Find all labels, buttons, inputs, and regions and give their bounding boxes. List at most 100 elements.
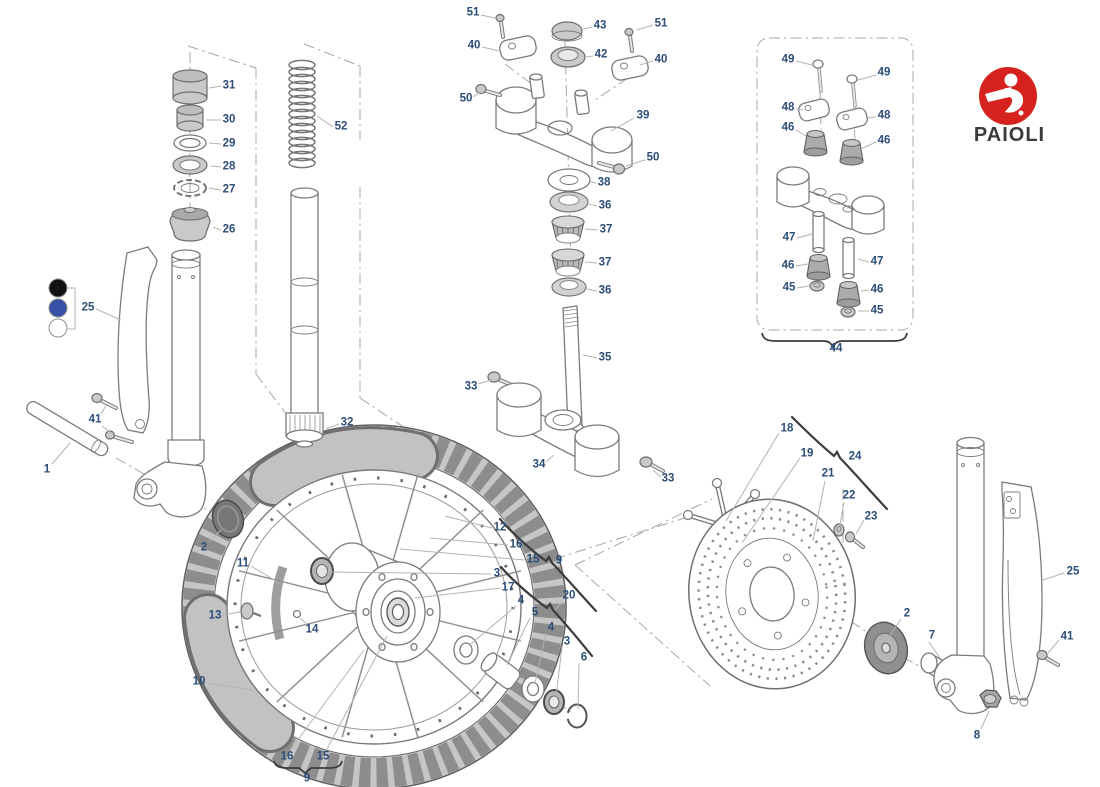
callout-5: 5 <box>531 606 539 619</box>
axle-lug-right <box>933 654 995 715</box>
leader-33 <box>652 469 662 478</box>
leader-38 <box>590 181 597 184</box>
rubber-cone <box>806 254 831 281</box>
callout-4: 4 <box>517 594 525 607</box>
callout-29: 29 <box>222 137 236 150</box>
leader-17 <box>414 587 502 599</box>
leader-27 <box>208 187 222 191</box>
leader-47 <box>857 258 870 263</box>
callout-3: 3 <box>563 635 571 648</box>
fork-leg-right <box>933 436 995 715</box>
callout-40: 40 <box>467 39 481 52</box>
bar-clamp-upper <box>499 35 537 61</box>
leader-46 <box>860 289 870 292</box>
leader-39 <box>610 117 635 132</box>
callout-37: 37 <box>599 223 613 236</box>
brace-24 <box>790 415 889 511</box>
valve <box>240 602 262 620</box>
dust-seal-left <box>211 499 245 539</box>
washer-ring <box>173 134 207 152</box>
callout-2: 2 <box>903 607 911 620</box>
clamp-bolt <box>639 456 653 468</box>
dust-seal-right <box>863 621 909 675</box>
callout-1: 1 <box>43 463 51 476</box>
leader-15 <box>326 635 388 750</box>
callout-49: 49 <box>877 66 891 79</box>
leader-18 <box>725 432 780 522</box>
rim-channel <box>271 565 288 641</box>
callout-45: 45 <box>870 304 884 317</box>
callout-36: 36 <box>598 199 612 212</box>
callout-34: 34 <box>532 458 546 471</box>
leader-2 <box>888 618 902 638</box>
swatch-bracket <box>68 287 76 330</box>
wavy-ring <box>173 179 207 197</box>
leader-41 <box>100 403 108 415</box>
rubber-cone <box>803 130 828 157</box>
callout-15: 15 <box>526 553 540 566</box>
leader-46 <box>860 141 877 150</box>
leader-4 <box>470 605 517 645</box>
callout-3: 3 <box>493 567 501 580</box>
tapered-bearing <box>551 215 585 244</box>
axle-lug-left <box>133 461 207 518</box>
fork-guard-right <box>1001 481 1043 707</box>
front-axle <box>26 400 109 457</box>
callout-17: 17 <box>501 581 515 594</box>
leader-49 <box>795 60 813 66</box>
callout-15: 15 <box>316 750 330 763</box>
callout-42: 42 <box>594 48 608 61</box>
leader-42 <box>585 55 594 58</box>
leader-35 <box>582 354 598 359</box>
callout-52: 52 <box>334 120 348 133</box>
callout-21: 21 <box>821 467 835 480</box>
callout-45: 45 <box>782 281 796 294</box>
leader-49 <box>857 74 877 81</box>
handlebar-bolt <box>624 27 634 37</box>
callout-16: 16 <box>509 538 523 551</box>
lower-triple-clamp <box>496 382 620 478</box>
leader-1 <box>51 442 71 465</box>
callout-13: 13 <box>208 609 222 622</box>
callout-48: 48 <box>877 109 891 122</box>
logo-head <box>1004 73 1018 87</box>
brace-20 <box>499 565 594 658</box>
leader-22 <box>839 501 845 526</box>
leader-43 <box>582 26 593 30</box>
callout-6: 6 <box>580 651 588 664</box>
steering-column <box>475 13 665 478</box>
spoke-nipple-part <box>292 609 302 619</box>
callout-24: 24 <box>848 450 862 463</box>
leader-48 <box>867 116 877 119</box>
leader-19 <box>741 457 801 544</box>
leader-41 <box>1047 639 1060 654</box>
fork-spring <box>288 59 316 169</box>
brace-9-bottom <box>273 760 343 775</box>
callout-10: 10 <box>192 675 206 688</box>
callout-9: 9 <box>555 554 563 567</box>
leader-25 <box>1042 572 1065 581</box>
leader-40 <box>481 46 500 52</box>
callout-51: 51 <box>654 17 668 30</box>
riser-bracket <box>776 166 885 235</box>
callout-25: 25 <box>81 301 95 314</box>
leader-52 <box>316 115 334 128</box>
riser-bolt <box>846 74 858 84</box>
fork-leg-left <box>133 249 207 518</box>
brace-9 <box>498 517 598 613</box>
tapered-bearing <box>551 248 585 277</box>
leader-26 <box>212 226 222 231</box>
bearing-washer <box>547 168 591 192</box>
leader-34 <box>545 454 555 463</box>
callout-30: 30 <box>222 113 236 126</box>
leader-14 <box>299 617 308 625</box>
rubber-cone <box>839 139 864 166</box>
leader-45 <box>796 285 810 289</box>
callout-28: 28 <box>222 160 236 173</box>
callout-48: 48 <box>781 101 795 114</box>
leader-46 <box>795 129 807 137</box>
callout-18: 18 <box>780 422 794 435</box>
callout-46: 46 <box>781 259 795 272</box>
leader-13 <box>222 611 241 616</box>
callout-51: 51 <box>466 6 480 19</box>
